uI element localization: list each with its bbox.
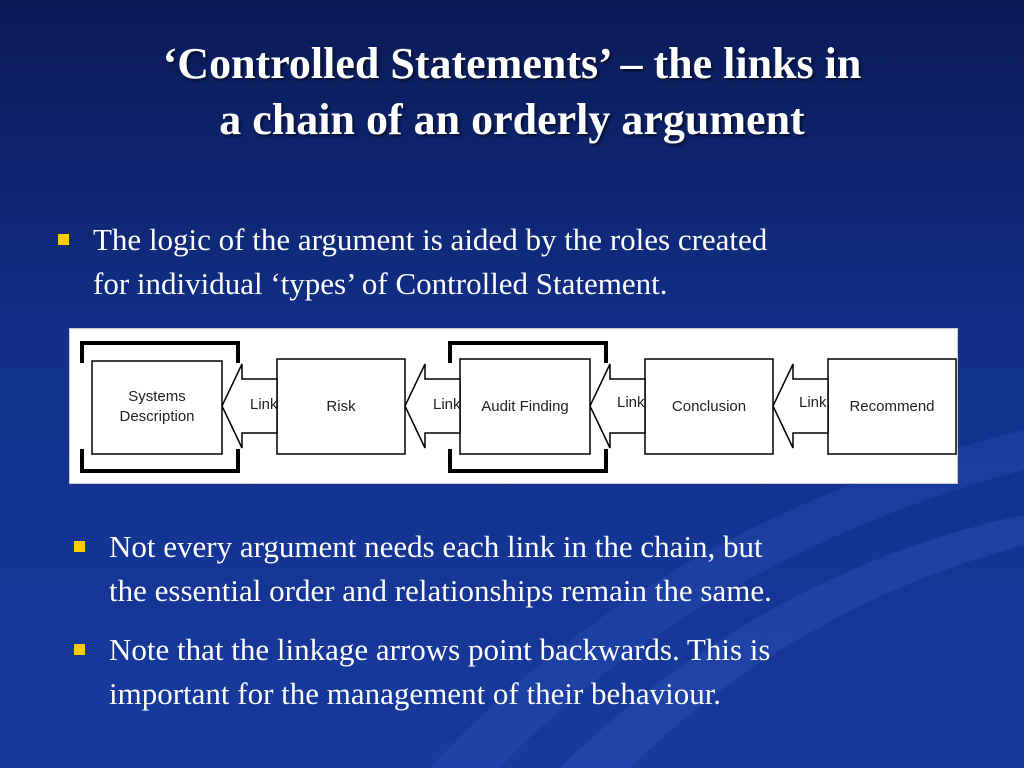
link-arrow-3-icon <box>589 363 646 449</box>
link-label-1: Link <box>250 396 278 413</box>
link-arrow-1-icon <box>221 363 278 449</box>
node-audit-finding <box>459 358 591 455</box>
bullet-square-icon <box>74 644 85 655</box>
bullet-square-icon <box>74 541 85 552</box>
bullet-1-line-2: for individual ‘types’ of Controlled Sta… <box>93 266 668 301</box>
node-label-systems: Systems <box>128 388 186 405</box>
bullet-2-line-2: the essential order and relationships re… <box>109 573 772 608</box>
node-label-risk: Risk <box>326 398 356 415</box>
node-systems-description <box>91 360 223 455</box>
group-bracket-top-1 <box>80 341 240 363</box>
node-label-description: Description <box>119 408 194 425</box>
node-conclusion <box>644 358 774 455</box>
bullet-3-line-1: Note that the linkage arrows point backw… <box>109 632 771 667</box>
node-label-conclusion: Conclusion <box>672 398 746 415</box>
link-label-2: Link <box>433 396 461 413</box>
bullet-2-line-1: Not every argument needs each link in th… <box>109 529 763 564</box>
bullet-item-3: Note that the linkage arrows point backw… <box>74 628 974 716</box>
link-arrow-4-icon <box>772 363 829 449</box>
link-label-3: Link <box>617 394 645 411</box>
bullet-3-line-2: important for the management of their be… <box>109 676 722 711</box>
bullet-text-1: The logic of the argument is aided by th… <box>58 218 958 306</box>
bullet-text-2: Not every argument needs each link in th… <box>74 525 974 613</box>
chain-diagram: Systems Description Risk Audit Finding C… <box>69 328 958 484</box>
bullet-square-icon <box>58 234 69 245</box>
group-bracket-bottom-2 <box>448 449 608 473</box>
link-arrow-2-icon <box>404 363 461 449</box>
bullet-item-2: Not every argument needs each link in th… <box>74 525 974 613</box>
slide-title: ‘Controlled Statements’ – the links in a… <box>40 36 984 148</box>
node-label-recommend: Recommend <box>849 398 934 415</box>
node-recommend <box>827 358 957 455</box>
title-line-1: ‘Controlled Statements’ – the links in <box>162 39 862 88</box>
title-line-2: a chain of an orderly argument <box>219 95 805 144</box>
chain-diagram-svg: Systems Description Risk Audit Finding C… <box>80 341 957 473</box>
bullet-item-1: The logic of the argument is aided by th… <box>58 218 958 306</box>
group-bracket-top-2 <box>448 341 608 363</box>
bullet-text-3: Note that the linkage arrows point backw… <box>74 628 974 716</box>
link-label-4: Link <box>799 394 827 411</box>
node-label-audit-finding: Audit Finding <box>481 398 569 415</box>
bullet-1-line-1: The logic of the argument is aided by th… <box>93 222 768 257</box>
group-bracket-bottom-1 <box>80 449 240 473</box>
